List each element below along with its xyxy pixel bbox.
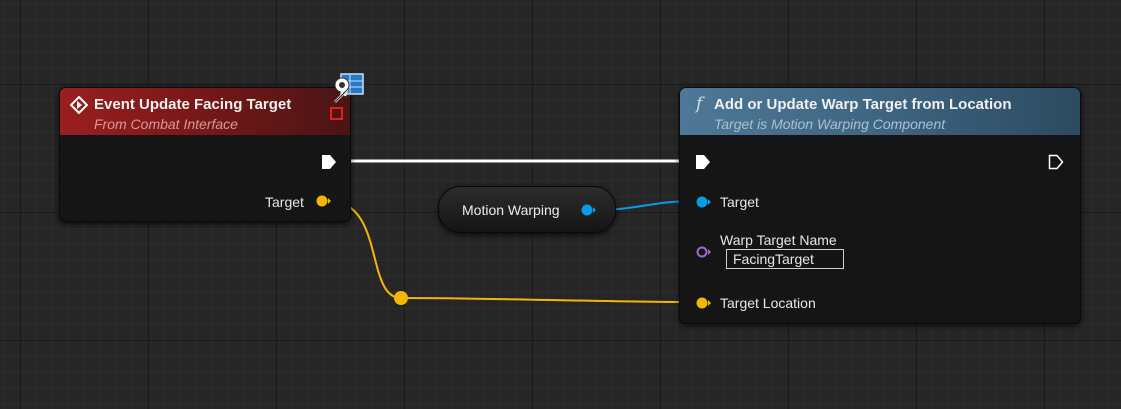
warp-target-name-label: Warp Target Name: [720, 232, 837, 248]
interface-message-badge-icon: [334, 73, 364, 103]
event-node-title: Event Update Facing Target: [94, 96, 292, 113]
event-node-header[interactable]: Event Update Facing Target From Combat I…: [60, 88, 350, 135]
target-location-pin-label: Target Location: [720, 295, 816, 311]
function-node-title: Add or Update Warp Target from Location: [714, 96, 1012, 113]
motion-warping-variable-label: Motion Warping: [462, 202, 560, 218]
function-f-icon: f: [696, 94, 703, 114]
function-node-subtitle: Target is Motion Warping Component: [714, 116, 946, 132]
warp-target-name-input[interactable]: [726, 249, 844, 269]
event-diamond-icon: [70, 96, 88, 114]
vector-wire-to-target-location: [400, 297, 698, 303]
function-target-pin-label: Target: [720, 194, 759, 210]
function-exec-in-pin[interactable]: [695, 154, 711, 170]
function-target-in-pin[interactable]: [695, 196, 711, 208]
warp-target-name-pin[interactable]: [695, 246, 711, 258]
add-or-update-warp-target-node[interactable]: f Add or Update Warp Target from Locatio…: [679, 87, 1081, 324]
function-node-header[interactable]: f Add or Update Warp Target from Locatio…: [680, 88, 1080, 135]
event-target-out-pin[interactable]: [316, 195, 332, 207]
event-update-facing-target-node[interactable]: Event Update Facing Target From Combat I…: [59, 87, 351, 222]
function-exec-out-pin[interactable]: [1048, 154, 1064, 170]
target-location-in-pin[interactable]: [695, 297, 711, 309]
event-node-subtitle: From Combat Interface: [94, 116, 238, 132]
delegate-pin-icon[interactable]: [330, 107, 343, 120]
motion-warping-variable-node[interactable]: Motion Warping: [438, 186, 616, 233]
reroute-knot[interactable]: [394, 291, 408, 305]
event-exec-out-pin[interactable]: [321, 154, 337, 170]
motion-warping-out-pin[interactable]: [580, 204, 596, 216]
event-target-pin-label: Target: [265, 194, 304, 210]
